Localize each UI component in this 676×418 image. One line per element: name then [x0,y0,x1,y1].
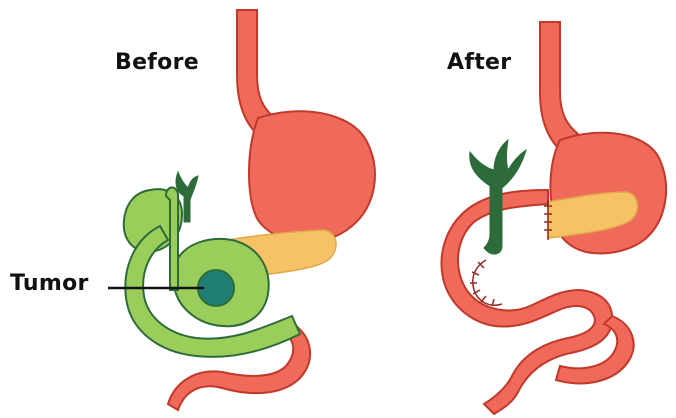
tumor-label: Tumor [10,271,89,296]
after-label: After [447,50,511,75]
before-esophagus [237,10,275,132]
after-bile-duct [484,182,502,254]
after-esophagus [540,22,578,148]
after-anatomy [442,22,667,414]
before-stomach [249,111,375,242]
before-label: Before [115,50,199,75]
after-hepatic-ducts [470,140,526,188]
